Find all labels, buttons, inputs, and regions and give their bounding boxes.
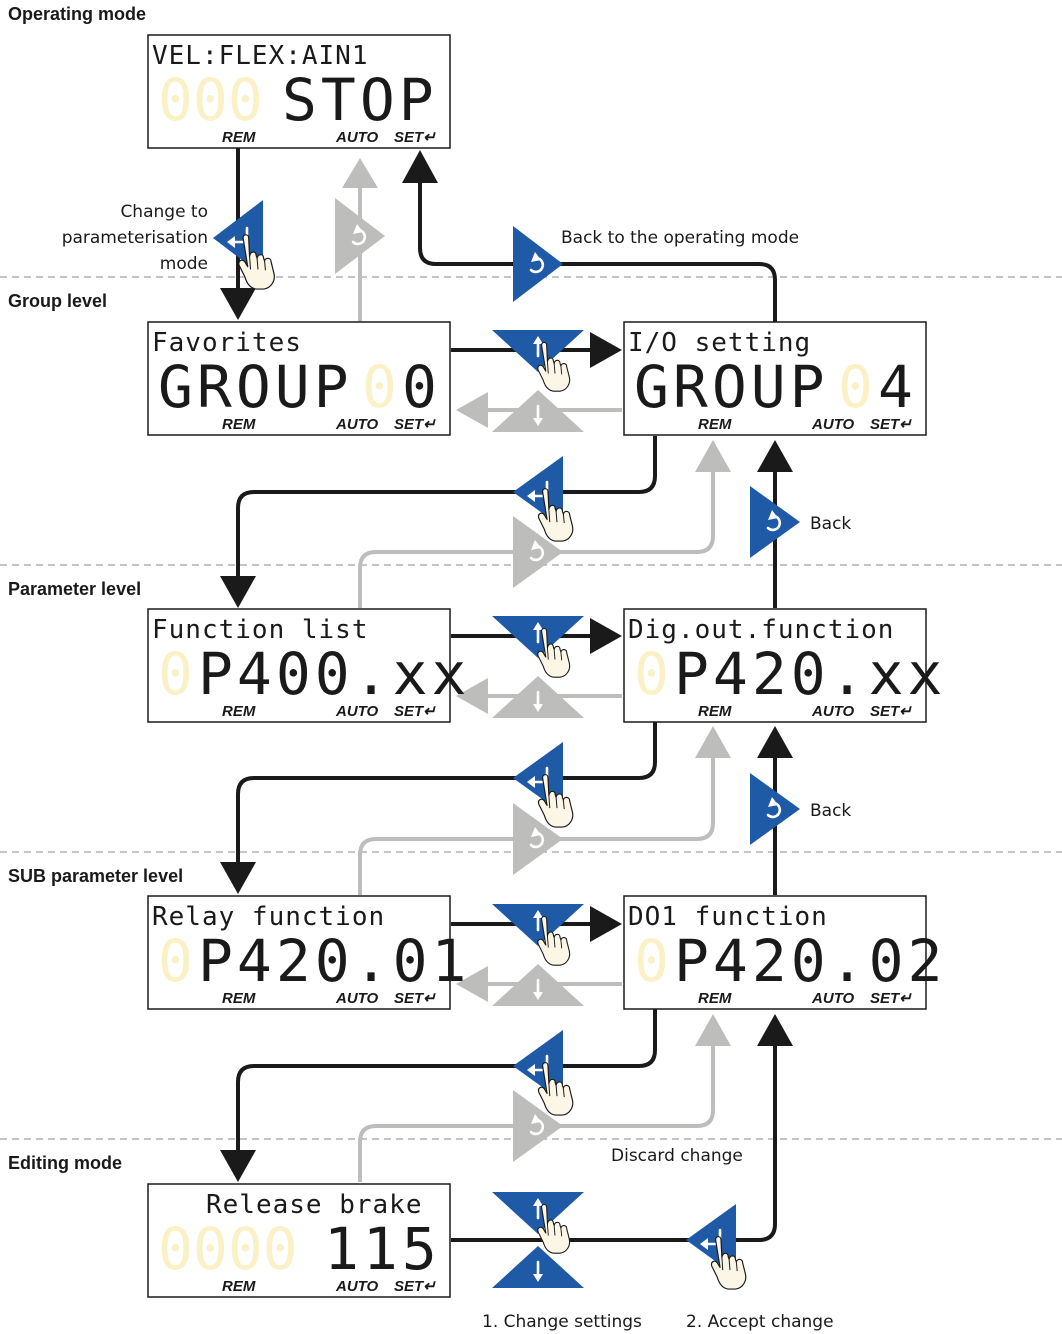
display-ghost-digits: 0 (634, 640, 669, 708)
display-ghost-digits: 0000 (158, 1215, 298, 1283)
label-group-level: Group level (8, 291, 107, 311)
caption-change-to-2: parameterisation (62, 228, 208, 248)
display-top-line: VEL:FLEX:AIN1 (152, 41, 369, 71)
status-rem: REM (698, 703, 732, 720)
status-set: SET↵ (870, 416, 912, 433)
display-parameter-function-list: Function list 0 P400.xx REM AUTO SET↵ (147, 608, 470, 723)
label-editing-mode: Editing mode (8, 1153, 122, 1173)
up-button-group[interactable] (492, 330, 584, 392)
display-editing-release-brake: Release brake 0000 115 REM AUTO SET↵ (147, 1183, 451, 1298)
status-rem: REM (698, 990, 732, 1007)
down-button-parameter-grey[interactable] (492, 676, 584, 718)
caption-back-to-operating: Back to the operating mode (561, 228, 799, 248)
up-button-editing[interactable] (492, 1192, 584, 1254)
escape-button-back-2[interactable] (750, 773, 800, 845)
label-parameter-level: Parameter level (8, 579, 141, 599)
display-operating: VEL:FLEX:AIN1 000 STOP REM AUTO SET↵ (147, 34, 451, 149)
escape-button-group-grey[interactable] (335, 198, 385, 274)
display-sub-relay-function: Relay function 0 P420.01 REM AUTO SET↵ (147, 895, 470, 1010)
status-auto: AUTO (335, 703, 379, 720)
status-auto: AUTO (811, 990, 855, 1007)
down-button-editing[interactable] (492, 1246, 584, 1288)
up-button-parameter[interactable] (492, 616, 584, 678)
display-group-favorites: Favorites GROUP 0 0 REM AUTO SET↵ (147, 321, 451, 436)
display-sub-do1-function: DO1 function 0 P420.02 REM AUTO SET↵ (623, 895, 946, 1010)
display-group-number: 0 (402, 353, 441, 421)
buttons: Back to the operating mode (62, 198, 851, 1332)
status-auto: AUTO (335, 129, 379, 146)
caption-change-to-1: Change to (120, 202, 208, 222)
status-set: SET↵ (394, 129, 436, 146)
enter-button-accept[interactable] (686, 1204, 747, 1290)
status-rem: REM (222, 416, 256, 433)
display-group-io-setting: I/O setting GROUP 0 4 REM AUTO SET↵ (623, 321, 927, 436)
caption-discard-change: Discard change (611, 1146, 743, 1166)
display-group-number: 4 (878, 353, 917, 421)
status-auto: AUTO (335, 416, 379, 433)
display-main-value: P420.02 (674, 927, 946, 995)
display-main-value: P420.xx (674, 640, 946, 708)
display-ghost-digits: 000 (158, 66, 263, 134)
caption-back-1: Back (810, 514, 851, 534)
escape-button-back-to-operating[interactable] (513, 226, 563, 302)
display-main-value: P420.01 (198, 927, 470, 995)
caption-change-to-3: mode (160, 254, 208, 274)
status-set: SET↵ (870, 990, 912, 1007)
display-top-line: Dig.out.function (628, 615, 894, 645)
status-rem: REM (222, 129, 256, 146)
enter-button-operating[interactable] (213, 200, 275, 290)
escape-button-parameter-grey[interactable] (513, 516, 563, 588)
display-top-line: DO1 function (628, 902, 828, 932)
display-ghost-digits: 0 (158, 640, 193, 708)
display-top-line: I/O setting (628, 328, 811, 358)
enter-button-parameter[interactable] (513, 742, 574, 828)
escape-button-editing-grey[interactable] (513, 1090, 563, 1162)
arrow-back-to-operating (418, 182, 777, 322)
display-ghost-digits: 0 (634, 927, 669, 995)
status-set: SET↵ (394, 703, 436, 720)
display-main-value: GROUP (634, 353, 829, 421)
status-set: SET↵ (394, 416, 436, 433)
status-rem: REM (698, 416, 732, 433)
up-button-sub[interactable] (492, 904, 584, 966)
display-main-value: 115 (324, 1215, 441, 1283)
display-top-line: Relay function (152, 902, 385, 932)
down-button-group-grey[interactable] (492, 390, 584, 432)
escape-button-back-1[interactable] (750, 486, 800, 558)
status-set: SET↵ (870, 703, 912, 720)
label-sub-parameter-level: SUB parameter level (8, 866, 183, 886)
status-auto: AUTO (811, 703, 855, 720)
display-parameter-dig-out-function: Dig.out.function 0 P420.xx REM AUTO SET↵ (623, 608, 946, 723)
escape-button-sub-grey[interactable] (513, 803, 563, 875)
display-main-value: STOP (282, 66, 438, 134)
status-auto: AUTO (811, 416, 855, 433)
status-rem: REM (222, 1278, 256, 1295)
display-top-line: Favorites (152, 328, 302, 358)
caption-accept-change: 2. Accept change (686, 1312, 834, 1332)
label-operating-mode: Operating mode (8, 4, 146, 24)
display-top-line: Release brake (206, 1190, 423, 1220)
status-set: SET↵ (394, 1278, 436, 1295)
down-button-sub-grey[interactable] (492, 964, 584, 1006)
status-rem: REM (222, 990, 256, 1007)
enter-button-sub[interactable] (513, 1030, 574, 1116)
caption-back-2: Back (810, 801, 851, 821)
display-main-value: GROUP (158, 353, 353, 421)
status-set: SET↵ (394, 990, 436, 1007)
caption-change-settings: 1. Change settings (482, 1312, 642, 1332)
display-ghost-digits: 0 (838, 353, 873, 421)
display-ghost-digits: 0 (158, 927, 193, 995)
enter-button-group[interactable] (513, 456, 574, 542)
status-rem: REM (222, 703, 256, 720)
display-main-value: P400.xx (198, 640, 470, 708)
display-ghost-digits: 0 (362, 353, 397, 421)
status-auto: AUTO (335, 1278, 379, 1295)
display-top-line: Function list (152, 615, 369, 645)
status-auto: AUTO (335, 990, 379, 1007)
